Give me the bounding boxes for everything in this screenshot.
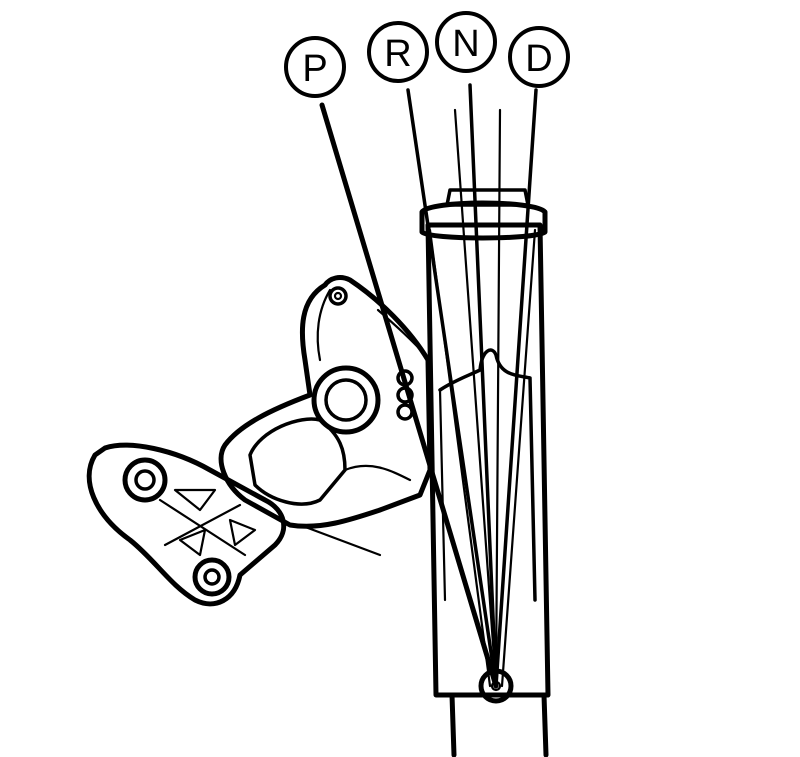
- linkage-pin-upper: [122, 457, 168, 503]
- bolt-upper: [328, 286, 348, 306]
- lever-position-lines: [319, 83, 538, 689]
- lever-housing: [419, 188, 551, 757]
- position-label-r-text: R: [384, 33, 411, 75]
- linkage-pin-lower: [192, 557, 232, 597]
- position-label-d: D: [508, 26, 570, 88]
- mounting-bracket: [218, 275, 433, 557]
- linkage-plate: [86, 442, 287, 607]
- position-label-p-text: P: [302, 48, 327, 90]
- position-label-d-text: D: [525, 38, 552, 80]
- pivot-bushing: [311, 365, 381, 435]
- position-label-n: N: [435, 11, 497, 73]
- position-label-n-text: N: [452, 23, 479, 65]
- position-label-p: P: [284, 36, 346, 98]
- position-label-r: R: [367, 21, 429, 83]
